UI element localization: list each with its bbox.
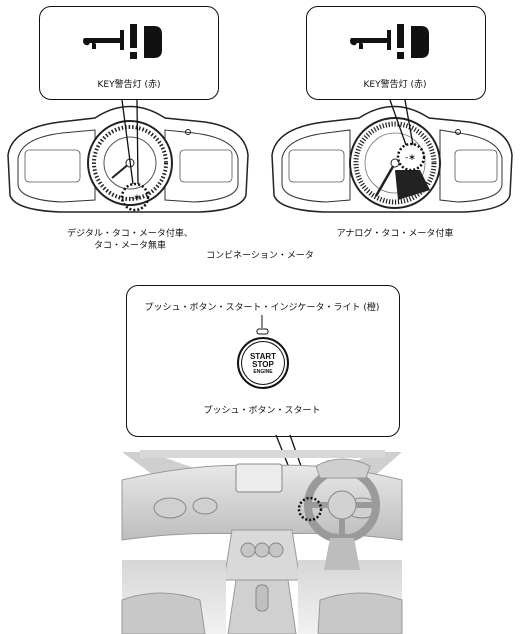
button-text-stop: STOP [252, 360, 274, 369]
svg-text:-∗: -∗ [130, 193, 141, 203]
left-key-warning-icon [83, 24, 162, 59]
right-cluster-caption: アナログ・タコ・メータ付車 [336, 229, 454, 239]
push-button-start-caption: プッシュ・ボタン・スタート [203, 406, 321, 416]
right-key-warning-icon [350, 24, 429, 59]
right-key-indicator-highlight [396, 142, 426, 172]
right-warning-label: KEY警告灯 (赤) [363, 80, 427, 90]
start-stop-engine-button[interactable]: START STOP ENGINE [237, 337, 289, 389]
left-warning-label: KEY警告灯 (赤) [97, 80, 161, 90]
button-text-start: START [249, 352, 277, 361]
start-indicator-label: プッシュ・ボタン・スタート・インジケータ・ライト (橙) [144, 303, 380, 313]
left-cluster-caption-line1: デジタル・タコ・メータ付車、 [67, 229, 193, 239]
left-cluster-caption-line2: タコ・メータ無車 [93, 241, 166, 251]
left-key-indicator-highlight [120, 182, 150, 212]
start-button-location-highlight [297, 496, 323, 522]
svg-text:-∗: -∗ [405, 153, 416, 163]
right-key-warning-callout [306, 6, 486, 100]
left-key-warning-callout [39, 6, 219, 100]
button-text-engine: ENGINE [253, 369, 273, 375]
combination-meter-caption: コンビネーション・メータ [206, 251, 314, 261]
